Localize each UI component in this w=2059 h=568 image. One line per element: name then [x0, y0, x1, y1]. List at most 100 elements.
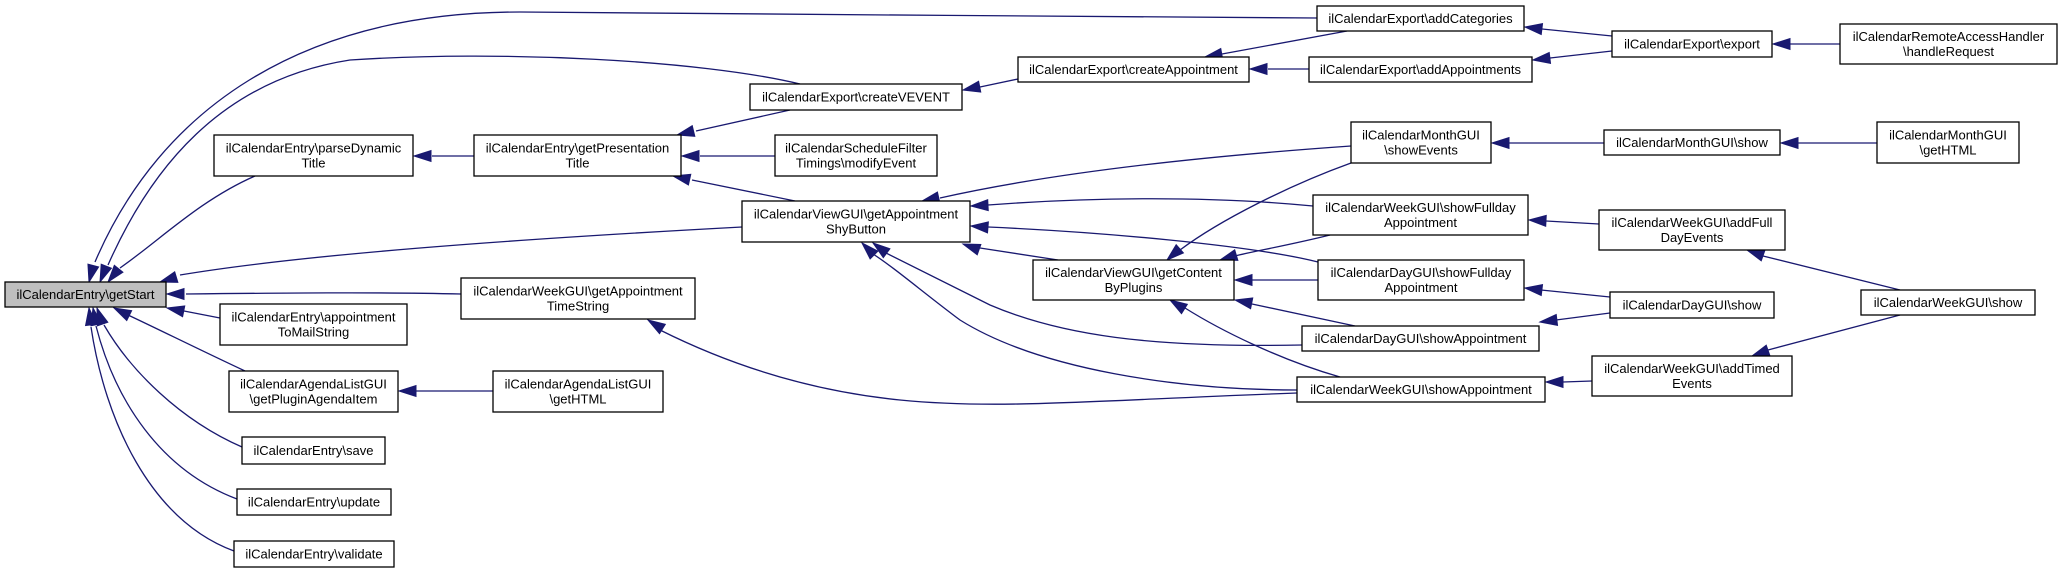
node-box[interactable]	[1312, 194, 1529, 236]
edge-addCategories-to-createAppointment	[1203, 30, 1348, 60]
edge-line	[107, 55, 801, 266]
edge-line	[939, 145, 1352, 199]
node-box[interactable]	[233, 540, 395, 568]
node-agendaGetHTML[interactable]: ilCalendarAgendaListGUI\getHTML	[492, 370, 664, 413]
arrowhead-icon	[87, 263, 100, 284]
node-label-line: ilCalendarEntry\parseDynamic	[226, 141, 402, 156]
edge-line	[1179, 162, 1352, 251]
node-box[interactable]	[228, 370, 399, 413]
node-box[interactable]	[1308, 56, 1533, 83]
node-getStart[interactable]: ilCalendarEntry\getStart	[4, 281, 167, 308]
node-box[interactable]	[1317, 259, 1525, 301]
edge-line	[691, 179, 796, 202]
node-label-line: ilCalendarDayGUI\show	[1623, 298, 1762, 313]
arrowhead-icon	[680, 149, 700, 163]
node-monthShow[interactable]: ilCalendarMonthGUI\show	[1603, 129, 1781, 156]
node-box[interactable]	[1316, 5, 1525, 32]
edge-dayShowFullday-to-getContentByPlugins	[1233, 273, 1318, 287]
node-box[interactable]	[1017, 56, 1250, 83]
edges-layer	[84, 11, 1901, 552]
node-box[interactable]	[492, 370, 664, 413]
arrowhead-icon	[961, 243, 982, 256]
node-label-line: ilCalendarWeekGUI\showAppointment	[1310, 382, 1532, 397]
edge-line	[103, 324, 243, 448]
arrowhead-icon	[412, 149, 432, 163]
edge-createVEVENT-to-getPresentationTitle	[675, 109, 791, 137]
node-validate[interactable]: ilCalendarEntry\validate	[233, 540, 395, 568]
arrowhead-icon	[84, 306, 98, 327]
node-box[interactable]	[1301, 325, 1540, 352]
edge-dayShowAppointment-to-getContentByPlugins	[1233, 297, 1356, 327]
arrowhead-icon	[112, 307, 133, 322]
node-createAppointment[interactable]: ilCalendarExport\createAppointment	[1017, 56, 1250, 83]
node-label-line: ilCalendarWeekGUI\showFullday	[1325, 200, 1516, 215]
node-handleRequest[interactable]: ilCalendarRemoteAccessHandler\handleRequ…	[1839, 23, 2058, 65]
edge-line	[94, 11, 1318, 263]
node-box[interactable]	[1032, 259, 1235, 301]
node-dayShow[interactable]: ilCalendarDayGUI\show	[1609, 291, 1775, 319]
edge-addTimedEvents-to-weekShowAppointment	[1544, 375, 1593, 389]
node-box[interactable]	[219, 303, 408, 346]
node-box[interactable]	[213, 134, 414, 177]
edge-line	[127, 314, 246, 372]
node-box[interactable]	[1350, 121, 1492, 164]
edge-line	[185, 292, 462, 295]
node-monthGetHTML[interactable]: ilCalendarMonthGUI\getHTML	[1876, 121, 2020, 164]
node-addAppointments[interactable]: ilCalendarExport\addAppointments	[1308, 56, 1533, 83]
node-save[interactable]: ilCalendarEntry\save	[241, 436, 386, 465]
node-box[interactable]	[749, 83, 963, 111]
node-label-line: ilCalendarEntry\update	[248, 495, 380, 510]
node-box[interactable]	[1296, 376, 1546, 403]
node-update[interactable]: ilCalendarEntry\update	[236, 488, 392, 516]
node-createVEVENT[interactable]: ilCalendarExport\createVEVENT	[749, 83, 963, 111]
arrowhead-icon	[871, 242, 891, 259]
arrowhead-icon	[1168, 299, 1189, 315]
edge-getContentByPlugins-to-shyButton	[961, 243, 1059, 261]
node-label-line: ilCalendarWeekGUI\show	[1874, 295, 2023, 310]
node-getPluginAgendaItem[interactable]: ilCalendarAgendaListGUI\getPluginAgendaI…	[228, 370, 399, 413]
arrowhead-icon	[1779, 136, 1799, 150]
arrowhead-icon	[106, 264, 124, 284]
node-getAppointmentTimeString[interactable]: ilCalendarWeekGUI\getAppointmentTimeStri…	[460, 277, 696, 320]
edge-shyButton-to-getStart	[158, 226, 743, 283]
node-box[interactable]	[1860, 289, 2036, 316]
node-box[interactable]	[4, 281, 167, 308]
node-monthShowEvents[interactable]: ilCalendarMonthGUI\showEvents	[1350, 121, 1492, 164]
node-box[interactable]	[236, 488, 392, 516]
node-box[interactable]	[1609, 291, 1775, 319]
node-dayShowAppointment[interactable]: ilCalendarDayGUI\showAppointment	[1301, 325, 1540, 352]
node-box[interactable]	[1839, 23, 2058, 65]
node-box[interactable]	[460, 277, 696, 320]
node-box[interactable]	[473, 134, 682, 177]
node-box[interactable]	[774, 134, 938, 177]
node-box[interactable]	[741, 200, 971, 243]
node-label-line: DayEvents	[1661, 230, 1724, 245]
node-export[interactable]: ilCalendarExport\export	[1611, 30, 1773, 58]
node-box[interactable]	[1603, 129, 1781, 156]
edge-line	[1234, 234, 1331, 257]
node-label-line: ilCalendarWeekGUI\addFull	[1612, 215, 1773, 230]
node-box[interactable]	[1876, 121, 2020, 164]
node-weekShowAppointment[interactable]: ilCalendarWeekGUI\showAppointment	[1296, 376, 1546, 403]
edge-addCategories-to-getStart	[87, 11, 1318, 284]
node-label-line: ByPlugins	[1105, 280, 1163, 295]
node-addCategories[interactable]: ilCalendarExport\addCategories	[1316, 5, 1525, 32]
node-box[interactable]	[1611, 30, 1773, 58]
node-weekShow[interactable]: ilCalendarWeekGUI\show	[1860, 289, 2036, 316]
edge-weekShowAppointment-to-getContentByPlugins	[1168, 299, 1341, 378]
node-shyButton[interactable]: ilCalendarViewGUI\getAppointmentShyButto…	[741, 200, 971, 243]
node-label-line: ilCalendarEntry\getPresentation	[486, 141, 670, 156]
node-box[interactable]	[1598, 209, 1786, 251]
node-box[interactable]	[241, 436, 386, 465]
node-box[interactable]	[1591, 355, 1793, 397]
node-modifyEvent[interactable]: ilCalendarScheduleFilterTimings\modifyEv…	[774, 134, 938, 177]
edge-line	[1562, 380, 1593, 383]
